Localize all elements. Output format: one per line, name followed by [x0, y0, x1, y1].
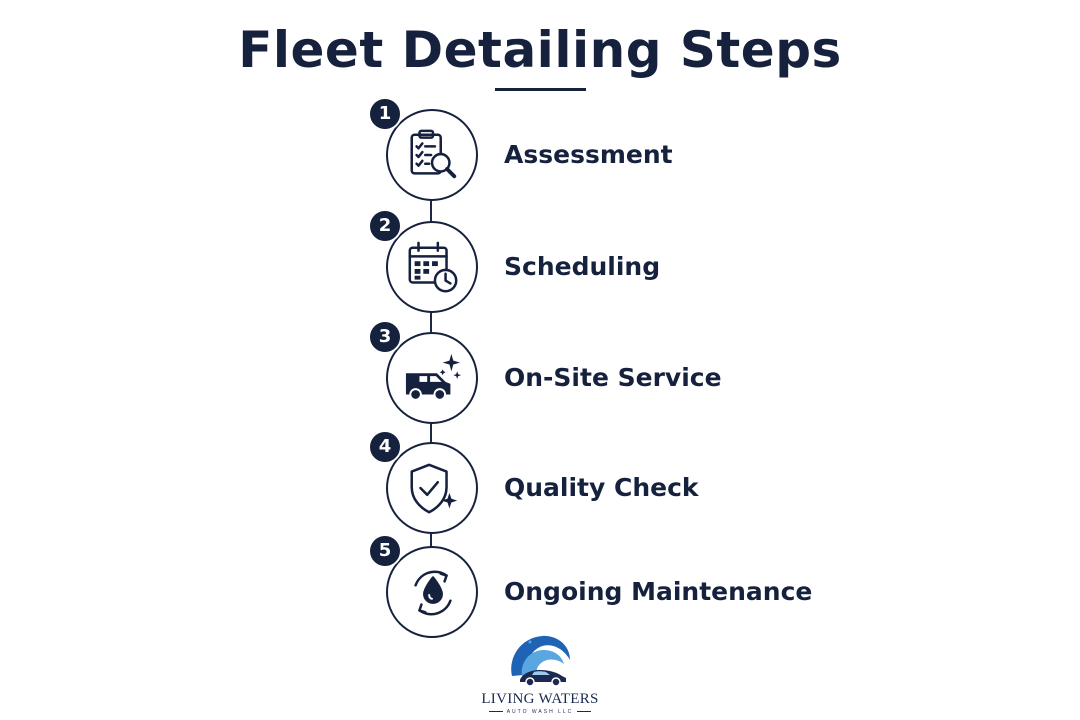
- water-drop-cycle-icon: [414, 570, 452, 616]
- step-1-number-badge: 1: [368, 97, 402, 131]
- clipboard-magnifier-icon: [410, 129, 457, 179]
- logo-tagline: AUTO WASH LLC: [480, 709, 600, 716]
- title-underline: [495, 88, 586, 91]
- step-4-circle: [386, 442, 478, 534]
- step-3-number-badge: 3: [368, 320, 402, 354]
- step-1-circle: [386, 109, 478, 201]
- step-1-label: Assessment: [504, 140, 673, 169]
- step-5-circle: [386, 546, 478, 638]
- step-3: 3 On-Site Service: [368, 320, 786, 424]
- step-4: 4 Quality Check: [368, 430, 786, 534]
- step-3-label: On-Site Service: [504, 363, 722, 392]
- shield-check-icon: [410, 463, 458, 514]
- living-waters-logo: LIVING WATERS AUTO WASH LLC: [480, 632, 600, 718]
- step-5-label: Ongoing Maintenance: [504, 577, 813, 606]
- step-4-label: Quality Check: [504, 473, 699, 502]
- step-2-circle: [386, 221, 478, 313]
- logo-name: LIVING WATERS: [481, 691, 599, 707]
- step-1: 1 Assessment: [368, 97, 786, 201]
- step-3-circle: [386, 332, 478, 424]
- step-2: 2 Scheduling: [368, 209, 786, 313]
- step-5-number-badge: 5: [368, 534, 402, 568]
- van-sparkle-icon: [405, 353, 462, 401]
- step-4-number-badge: 4: [368, 430, 402, 464]
- wave-car-logo-icon: [511, 635, 570, 687]
- step-2-label: Scheduling: [504, 252, 661, 281]
- step-2-number-badge: 2: [368, 209, 402, 243]
- page-title: Fleet Detailing Steps: [238, 21, 842, 79]
- step-5: 5 Ongoing Maintenance: [368, 534, 812, 638]
- calendar-clock-icon: [408, 241, 458, 293]
